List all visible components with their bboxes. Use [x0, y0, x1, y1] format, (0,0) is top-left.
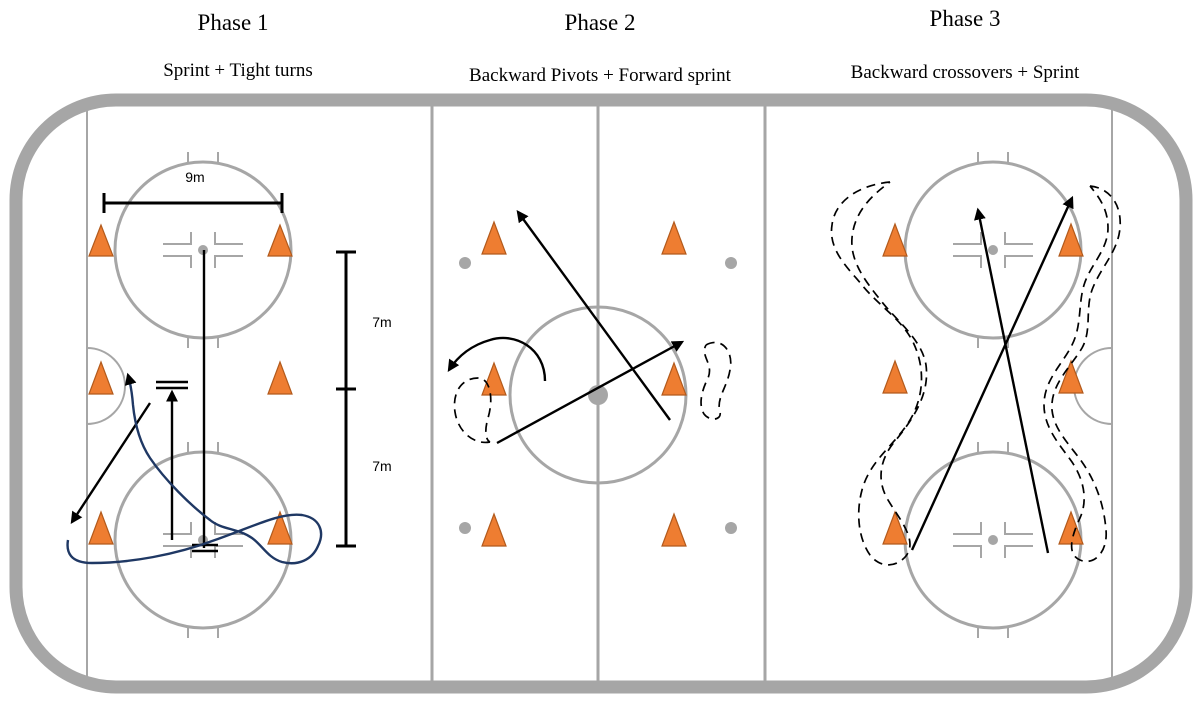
diagonal-arrow — [70, 402, 152, 525]
cone-icon — [882, 510, 908, 545]
rink — [9, 93, 1193, 694]
sprint-arrow — [910, 195, 1074, 551]
phase-3-title: Phase 3 — [930, 6, 1001, 31]
cone-icon — [1058, 359, 1084, 394]
cone-icon — [882, 359, 908, 394]
cone-icon — [267, 510, 293, 545]
rink-boards — [9, 93, 1193, 694]
phase-1-drill: 9m 7m 7m — [66, 169, 392, 565]
neutral-dot — [725, 257, 737, 269]
phase-3-header: Phase 3 Backward crossovers + Sprint — [851, 6, 1080, 83]
goal-crease-left — [86, 347, 126, 425]
cone-icon — [88, 510, 114, 545]
phase-3-drill — [830, 181, 1121, 566]
phase-3-subtitle: Backward crossovers + Sprint — [851, 62, 1080, 83]
phase-2-title: Phase 2 — [565, 10, 636, 35]
cone-icon — [661, 361, 687, 396]
tight-turns-path — [66, 372, 323, 565]
faceoff-circle-right-bottom — [903, 442, 1083, 638]
forward-sprint-arrow — [496, 340, 685, 445]
cone-icon — [481, 361, 507, 396]
measure-vertical: 7m 7m — [336, 250, 392, 548]
sprint-arrow — [974, 207, 1050, 554]
cone-icon — [267, 360, 293, 395]
pivot-dashed-path — [700, 341, 732, 420]
cone-icon — [882, 222, 908, 257]
cone-icon — [1058, 222, 1084, 257]
cone-icon — [267, 223, 293, 257]
cone-icon — [88, 360, 114, 395]
measure-7m-top-label: 7m — [372, 314, 391, 330]
crossover-dashed-path — [1043, 185, 1121, 563]
phase-1-subtitle: Sprint + Tight turns — [163, 60, 313, 81]
forward-sprint-arrow — [516, 210, 671, 421]
neutral-dot — [459, 257, 471, 269]
neutral-dot — [725, 522, 737, 534]
backward-pivot-arrow — [447, 336, 547, 382]
neutral-dot — [459, 522, 471, 534]
cone-icon — [661, 220, 687, 255]
measure-horizontal: 9m — [102, 169, 284, 213]
cone-icon — [661, 512, 687, 547]
cone-icon — [481, 512, 507, 547]
crossover-dashed-path — [830, 181, 928, 566]
measure-7m-bottom-label: 7m — [372, 458, 391, 474]
cone-icon — [481, 220, 507, 255]
cone-icon — [88, 223, 114, 257]
phase-2-header: Phase 2 Backward Pivots + Forward sprint — [469, 10, 732, 86]
phase-2-drill — [447, 210, 732, 445]
pivot-dashed-path — [453, 377, 492, 444]
faceoff-circle-right-top — [903, 152, 1083, 348]
cones — [88, 220, 1084, 547]
measure-9m-label: 9m — [185, 169, 204, 185]
phase-2-subtitle: Backward Pivots + Forward sprint — [469, 65, 732, 86]
phase-1-title: Phase 1 — [198, 10, 269, 35]
phase-1-header: Phase 1 Sprint + Tight turns — [163, 10, 313, 81]
